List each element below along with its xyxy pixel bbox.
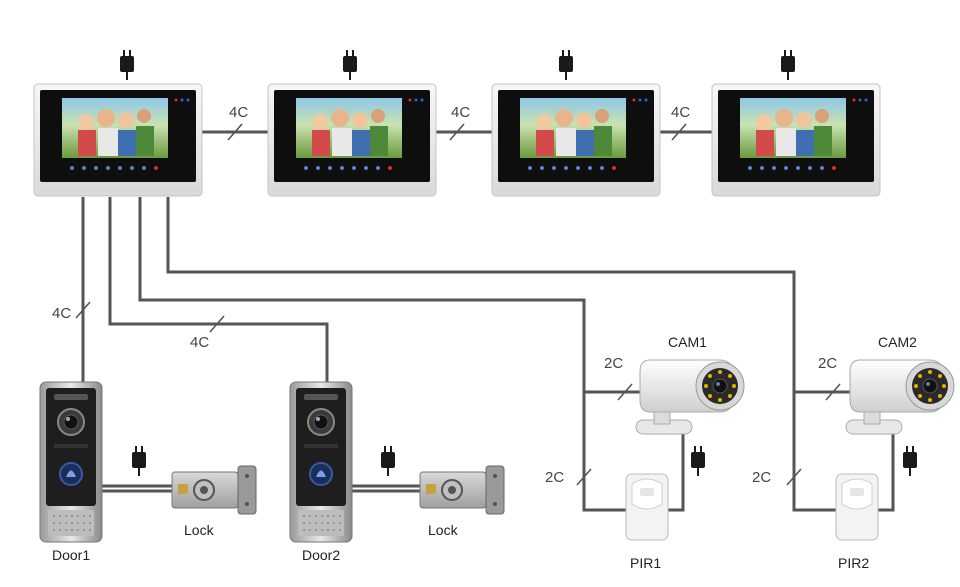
- indoor-monitor-3: [491, 83, 661, 197]
- device-label-lock2: Lock: [428, 522, 459, 538]
- device-label-lock1: Lock: [184, 522, 215, 538]
- tick-pir1: [576, 468, 592, 486]
- wire-cam2-power: [878, 428, 895, 512]
- tick-door1: [75, 301, 91, 319]
- indoor-monitor-1: [33, 83, 203, 197]
- tick-mon-2: [449, 123, 465, 141]
- power-plug-icon: [690, 445, 706, 477]
- pir-sensor-1: [625, 473, 669, 541]
- cable-label-door2: 4C: [190, 334, 209, 351]
- door-station-1: [39, 381, 103, 543]
- device-label-cam1: CAM1: [668, 334, 707, 350]
- cable-label-pir2: 2C: [752, 469, 771, 486]
- camera-1: [635, 359, 745, 435]
- device-label-pir1: PIR1: [630, 555, 661, 571]
- power-plug-icon: [119, 49, 135, 81]
- wire-cam1-power: [668, 428, 685, 512]
- tick-pir2: [786, 468, 802, 486]
- power-plug-icon: [902, 445, 918, 477]
- wire-door1-lock: [102, 484, 172, 493]
- cable-label-cam2: 2C: [818, 355, 837, 372]
- device-label-door1: Door1: [52, 547, 90, 563]
- power-plug-icon: [380, 445, 396, 477]
- indoor-monitors: [33, 83, 881, 197]
- wire-cam2-pir2: [166, 197, 850, 512]
- device-label-door2: Door2: [302, 547, 340, 563]
- electric-lock-2: [419, 465, 505, 515]
- device-labels: CAM1 CAM2 Door1 Door2 Lock Lock PIR1 PIR…: [52, 334, 917, 571]
- camera-2: [845, 359, 955, 435]
- cable-label-monitor-link-1: 4C: [229, 104, 248, 121]
- wire-door2: [108, 197, 329, 382]
- electric-lock-1: [171, 465, 257, 515]
- device-label-cam2: CAM2: [878, 334, 917, 350]
- cable-ticks: [75, 123, 841, 486]
- tick-door2: [209, 315, 225, 333]
- device-label-pir2: PIR2: [838, 555, 869, 571]
- cable-label-cam1: 2C: [604, 355, 623, 372]
- cable-label-door1: 4C: [52, 305, 71, 322]
- indoor-monitor-2: [267, 83, 437, 197]
- power-plug-icon: [780, 49, 796, 81]
- power-plug-icon: [342, 49, 358, 81]
- indoor-monitor-4: [711, 83, 881, 197]
- pir-sensor-2: [835, 473, 879, 541]
- cable-label-pir1: 2C: [545, 469, 564, 486]
- power-plug-icon: [131, 445, 147, 477]
- cable-label-monitor-link-2: 4C: [451, 104, 470, 121]
- tick-mon-1: [227, 123, 243, 141]
- wiring: [81, 130, 895, 512]
- tick-mon-3: [671, 123, 687, 141]
- cable-labels: 4C 4C 4C 4C 4C 2C 2C 2C 2C: [52, 104, 837, 486]
- cable-label-monitor-link-3: 4C: [671, 104, 690, 121]
- door-station-2: [289, 381, 353, 543]
- power-plug-icon: [558, 49, 574, 81]
- wire-cam1-pir1: [138, 197, 640, 512]
- tick-cam2: [825, 383, 841, 401]
- wire-door2-lock: [352, 484, 420, 493]
- tick-cam1: [617, 383, 633, 401]
